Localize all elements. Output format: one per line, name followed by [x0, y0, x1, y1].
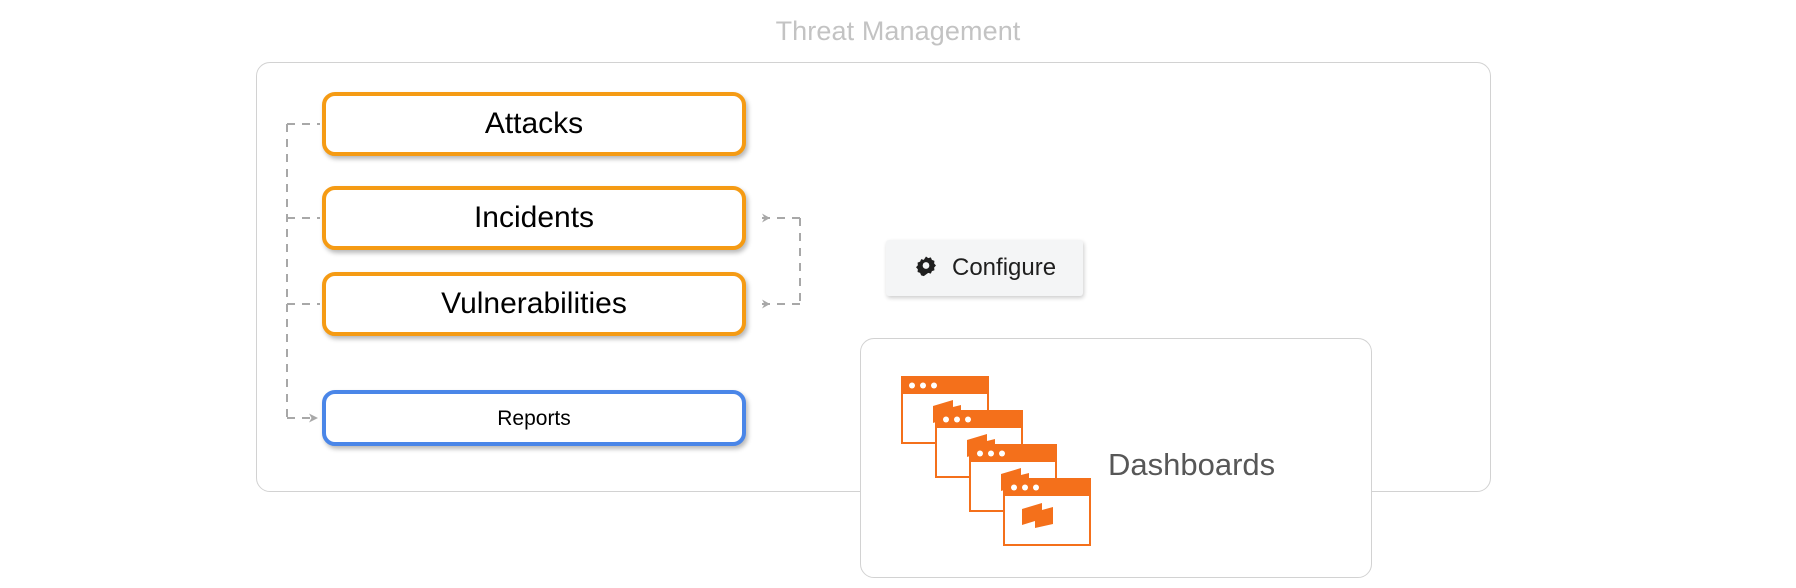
node-incidents-label: Incidents: [473, 201, 595, 234]
configure-button[interactable]: Configure: [886, 240, 1083, 296]
gear-icon: [916, 256, 936, 277]
node-attacks[interactable]: Attacks: [322, 92, 746, 156]
page-title: Threat Management: [775, 16, 1021, 46]
node-incidents[interactable]: Incidents: [322, 186, 746, 250]
node-attacks-label: Attacks: [484, 107, 584, 140]
node-vulnerabilities[interactable]: Vulnerabilities: [322, 272, 746, 336]
cascading-dashboard-windows-icon: [901, 376, 1091, 546]
node-reports-label: Reports: [497, 406, 571, 430]
dashboard-window-4: [1003, 478, 1091, 546]
node-vulnerabilities-label: Vulnerabilities: [441, 287, 627, 320]
configure-label: Configure: [952, 254, 1057, 281]
node-reports[interactable]: Reports: [322, 390, 746, 446]
dashboards-label: Dashboards: [1108, 447, 1276, 482]
